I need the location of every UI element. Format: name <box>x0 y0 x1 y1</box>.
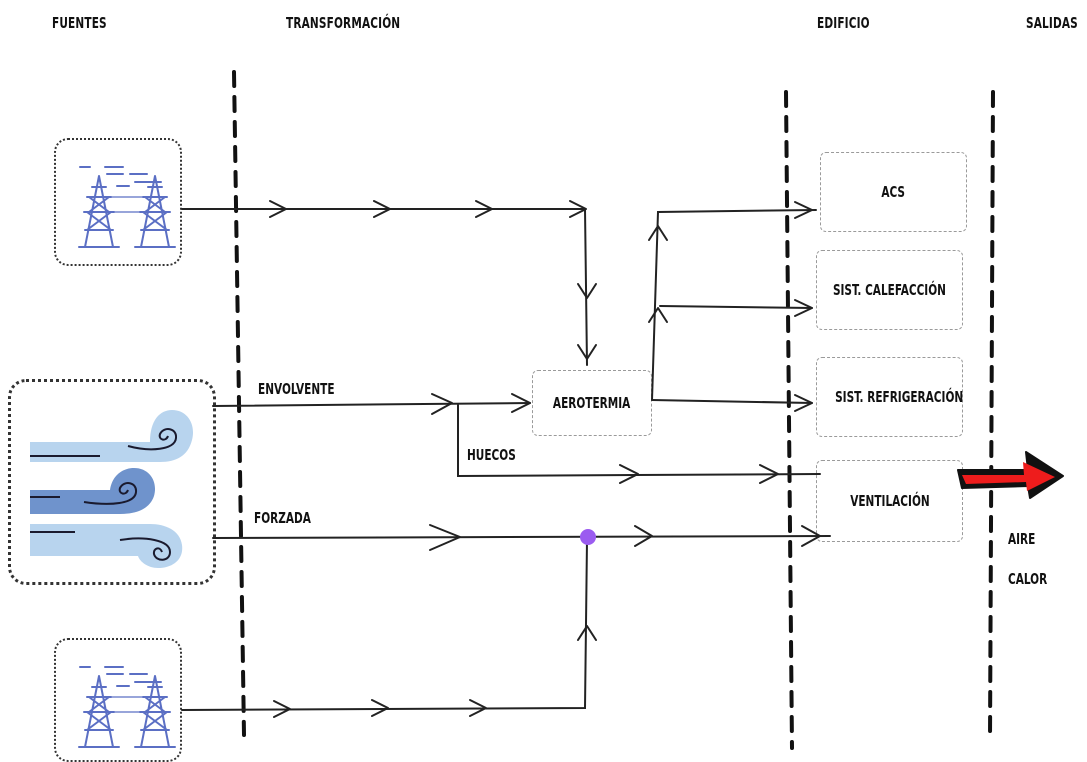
separator-transformacion-edificio <box>786 92 792 748</box>
flow-huecos <box>458 405 820 476</box>
separator-edificio-salidas <box>990 92 993 740</box>
power-tower-icon <box>79 667 175 747</box>
separator-fuentes-transformacion <box>234 72 244 735</box>
flow-top-source <box>182 209 587 365</box>
power-tower-icon <box>79 167 175 247</box>
arrow-marker <box>620 465 638 483</box>
arrow-marker <box>578 626 596 640</box>
flow-to-acs <box>652 210 816 400</box>
junction-dot <box>580 529 596 545</box>
exit-arrow-icon <box>958 452 1063 498</box>
label-calor: CALOR <box>1008 570 1047 588</box>
wind-icon <box>30 410 193 568</box>
label-envolvente: ENVOLVENTE <box>258 380 335 398</box>
flow-forzada <box>213 536 830 538</box>
label-aire: AIRE <box>1008 530 1035 548</box>
label-forzada: FORZADA <box>254 509 311 527</box>
flow-envolvente <box>213 403 530 406</box>
label-huecos: HUECOS <box>467 446 516 464</box>
arrow-marker <box>649 308 667 322</box>
